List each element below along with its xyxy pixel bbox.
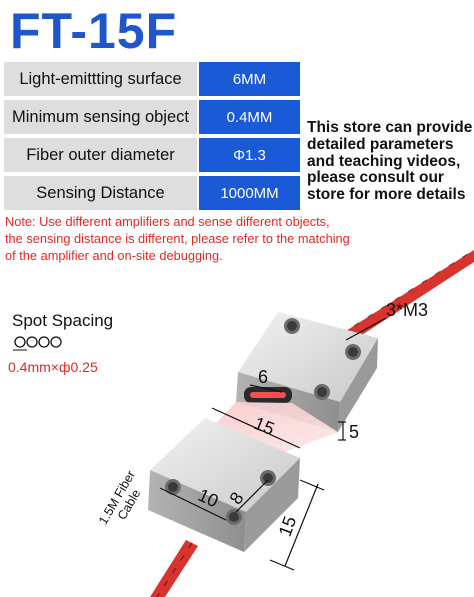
- warning-note: Note: Use different amplifiers and sense…: [5, 214, 473, 264]
- spec-label: Sensing Distance: [4, 176, 197, 210]
- spec-label: Light-emittting surface: [4, 62, 197, 96]
- sensor-illustration: [148, 250, 474, 597]
- store-note-line: This store can provide: [307, 119, 473, 136]
- spot-spacing-title: Spot Spacing: [12, 311, 114, 330]
- spec-row: Sensing Distance 1000MM: [4, 176, 300, 210]
- dim-thickness: 5: [349, 422, 360, 442]
- warning-line: Note: Use different amplifiers and sense…: [5, 214, 330, 229]
- store-note-line: store for more details: [307, 186, 466, 204]
- spec-row: Fiber outer diameter Φ1.3: [4, 138, 300, 172]
- spot-spacing-value: 0.4mm×ф0.25: [8, 359, 98, 375]
- spec-value: 1000MM: [199, 176, 300, 210]
- dim-screw: 3*M3: [386, 300, 429, 320]
- spec-label: Minimum sensing object: [4, 100, 197, 134]
- upper-sensor-block: [236, 312, 378, 432]
- spec-value: Φ1.3: [199, 138, 300, 172]
- lower-sensor-block: [148, 418, 300, 552]
- store-note-line: detailed parameters: [307, 135, 454, 153]
- store-note: This store can provide detailed paramete…: [307, 119, 474, 204]
- warning-line: the sensing distance is different, pleas…: [5, 230, 350, 246]
- product-title: FT-15F: [10, 3, 178, 59]
- dim-window-width: 6: [258, 367, 269, 387]
- spec-row: Minimum sensing object 0.4MM: [4, 100, 300, 134]
- dimension-lines: [159, 317, 387, 571]
- spec-table: Light-emittting surface 6MM Minimum sens…: [4, 62, 300, 214]
- fiber-cable-lower: [150, 540, 198, 597]
- spec-value: 6MM: [199, 62, 300, 96]
- spot-spacing-icon: [13, 336, 62, 351]
- warning-line: of the amplifier and on-site debugging.: [5, 247, 223, 263]
- spec-value: 0.4MM: [199, 100, 300, 134]
- spec-label: Fiber outer diameter: [4, 138, 197, 172]
- store-note-line: please consult our: [307, 169, 444, 187]
- store-note-line: and teaching videos,: [307, 152, 461, 170]
- spec-row: Light-emittting surface 6MM: [4, 62, 300, 96]
